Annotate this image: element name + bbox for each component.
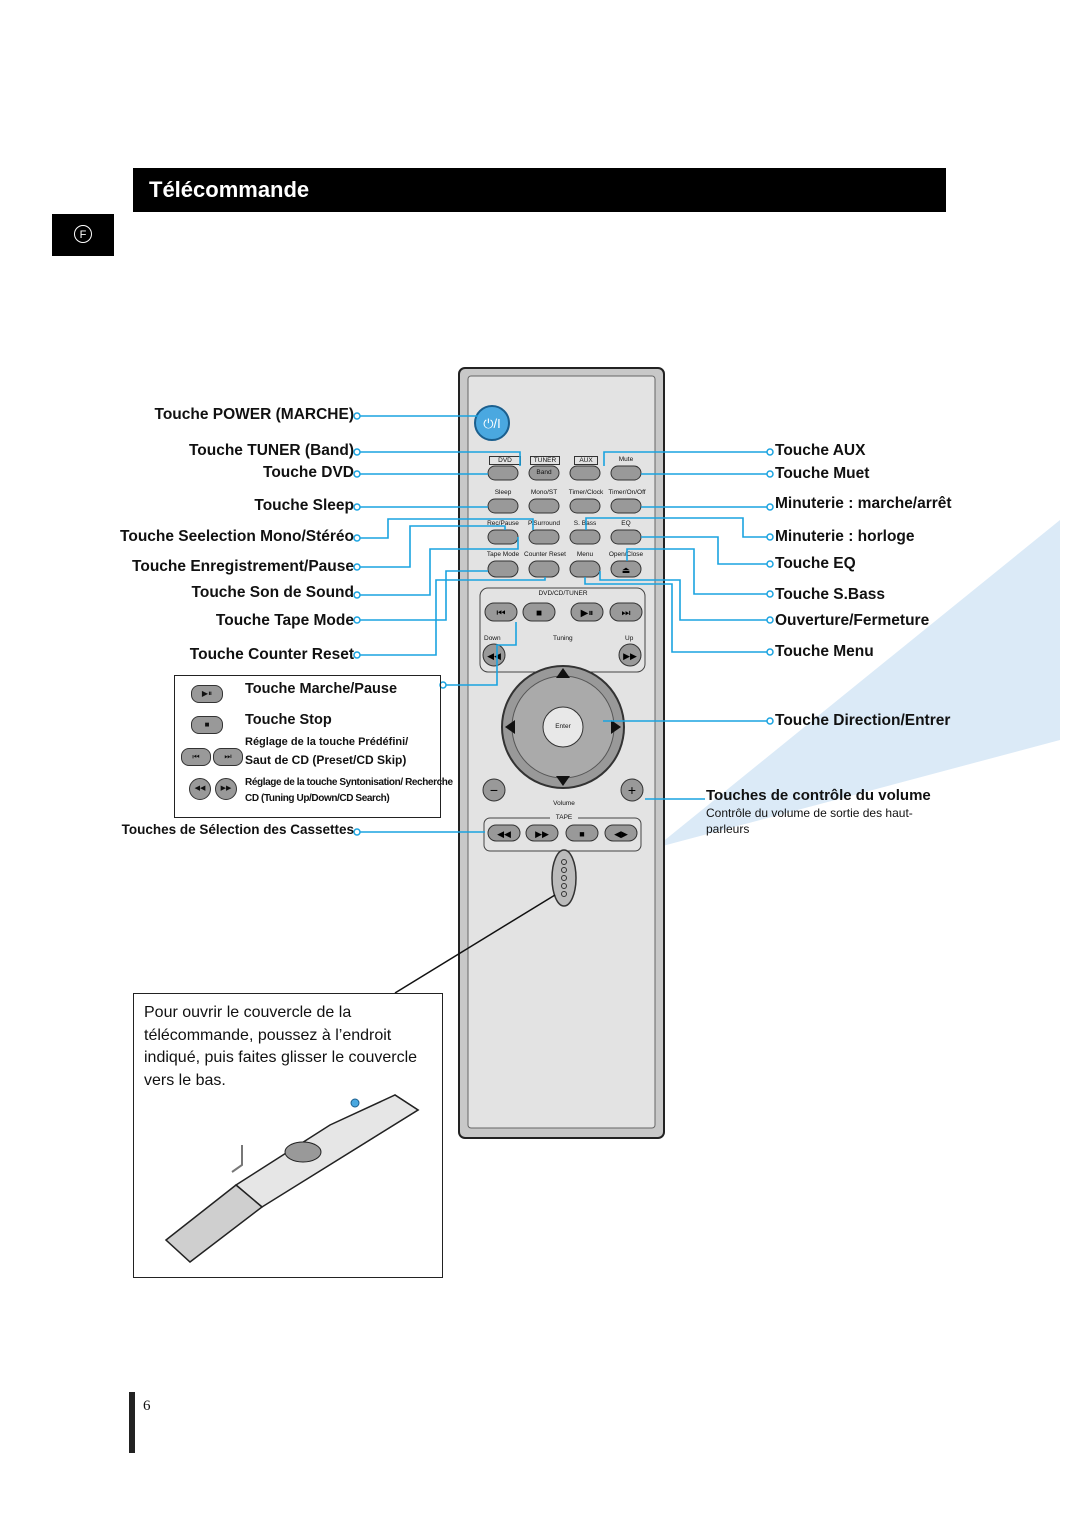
remote-label-tuning: Tuning xyxy=(553,635,573,642)
label-rec-pause: Touche Enregistrement/Pause xyxy=(132,558,354,575)
enter-button xyxy=(542,706,584,748)
svg-text:■: ■ xyxy=(579,829,584,839)
label-aux: Touche AUX xyxy=(775,442,866,459)
section-title: Télécommande xyxy=(149,177,310,202)
remote-label-rec: Rec/Pause xyxy=(487,520,519,527)
svg-text:⏭: ⏭ xyxy=(622,608,631,619)
open-remote-illustration xyxy=(164,1094,420,1263)
svg-text:▶⏸: ▶⏸ xyxy=(581,608,594,619)
volume-up-button xyxy=(620,778,644,802)
label-timer-clock: Minuterie : horloge xyxy=(775,528,915,545)
remote-row-2 xyxy=(487,498,642,514)
remote-label-timer-onoff: Timer/On/Off xyxy=(608,489,646,496)
remote-row-3 xyxy=(487,529,642,545)
label-sleep: Touche Sleep xyxy=(254,497,354,514)
remote-label-counter-reset: Counter Reset xyxy=(524,551,566,558)
legend-stop: Touche Stop xyxy=(245,712,332,728)
search-back-icon: ◀◀ xyxy=(189,778,211,800)
remote-label-timer-clock: Timer/Clock xyxy=(568,489,604,496)
remote-label-down: Down xyxy=(484,635,501,642)
remote-label-tape-mode: Tape Mode xyxy=(486,551,520,558)
label-timer-onoff: Minuterie : marche/arrêt xyxy=(775,495,952,512)
remote-label-up: Up xyxy=(625,635,634,642)
label-sbass: Touche S.Bass xyxy=(775,586,885,603)
remote-label-menu: Menu xyxy=(576,551,594,558)
legend-box: ▶⏸ Touche Marche/Pause ■ Touche Stop ⏮ ⏭… xyxy=(174,675,453,818)
label-mute: Touche Muet xyxy=(775,465,870,482)
legend-skip-line1: Réglage de la touche Prédéfini/ xyxy=(245,736,409,748)
remote-label-volume: Volume xyxy=(553,800,575,807)
tape-buttons: ◀◀ ▶▶ ■ ◀▶ xyxy=(487,824,638,842)
legend-search-line1: Réglage de la touche Syntonisation/ Rech… xyxy=(245,777,453,788)
remote-label-eq: EQ xyxy=(621,520,631,527)
label-power: Touche POWER (MARCHE) xyxy=(154,406,354,423)
remote-label-tape: TAPE xyxy=(550,814,578,821)
page-number-bar xyxy=(129,1392,135,1453)
svg-text:⏏: ⏏ xyxy=(622,565,631,575)
language-tab: F xyxy=(52,214,114,256)
remote-row-1 xyxy=(487,465,642,481)
play-pause-icon: ▶⏸ xyxy=(191,685,223,703)
svg-text:■: ■ xyxy=(536,608,542,619)
label-counter-reset: Touche Counter Reset xyxy=(189,646,354,663)
section-title-bar: Télécommande xyxy=(133,168,946,212)
svg-text:▶▶: ▶▶ xyxy=(623,651,637,661)
label-volume-note: Contrôle du volume de sortie des haut-pa… xyxy=(706,806,913,836)
label-sound: Touche Son de Sound xyxy=(191,584,354,601)
remote-label-surround: P.Surround xyxy=(527,520,561,527)
svg-text:◀◀: ◀◀ xyxy=(497,829,511,839)
label-menu: Touche Menu xyxy=(775,643,874,660)
legend-skip-line2: Saut de CD (Preset/CD Skip) xyxy=(245,753,407,767)
zoom-beam xyxy=(655,520,1060,848)
search-forward-icon: ▶▶ xyxy=(215,778,237,800)
svg-text:◀◀: ◀◀ xyxy=(487,651,501,661)
label-mono-stereo: Touche Seelection Mono/Stéréo xyxy=(120,528,354,545)
legend-play-pause: Touche Marche/Pause xyxy=(245,681,398,697)
open-instructions-text: Pour ouvrir le couvercle de la télécomma… xyxy=(144,1004,418,1089)
svg-text:⏮: ⏮ xyxy=(497,608,506,619)
remote-label-enter: Enter xyxy=(555,723,571,730)
remote-label-mono: Mono/ST xyxy=(530,489,558,496)
label-direction-enter: Touche Direction/Entrer xyxy=(775,712,951,729)
remote-label-sleep: Sleep xyxy=(494,489,512,496)
lid-release-latch xyxy=(551,849,577,907)
latch-pointer-line xyxy=(394,894,556,994)
legend-search-line2: CD (Tuning Up/Down/CD Search) xyxy=(245,793,390,804)
page-number: 6 xyxy=(143,1398,151,1414)
open-instructions-box: Pour ouvrir le couvercle de la télécomma… xyxy=(133,993,443,1278)
remote-label-mute: Mute xyxy=(618,456,634,463)
power-button xyxy=(474,405,510,441)
remote-label-tuner: TUNER xyxy=(530,456,560,465)
skip-back-icon: ⏮ xyxy=(181,748,211,766)
remote-label-open-close: Open/Close xyxy=(608,551,644,558)
tuning-down-button xyxy=(482,643,506,667)
label-tuner: Touche TUNER (Band) xyxy=(188,442,354,459)
label-dvd: Touche DVD xyxy=(263,464,354,481)
svg-text:−: − xyxy=(490,782,498,798)
label-eq: Touche EQ xyxy=(775,555,856,572)
language-marker: F xyxy=(74,225,92,243)
tuning-up-button xyxy=(618,643,642,667)
volume-down-button xyxy=(482,778,506,802)
svg-text:⏻/I: ⏻/I xyxy=(483,416,501,431)
label-volume-title: Touches de contrôle du volume xyxy=(706,787,931,804)
label-cassettes: Touches de Sélection des Cassettes xyxy=(121,822,354,837)
label-open-close: Ouverture/Fermeture xyxy=(775,612,930,629)
remote-label-dvd-section: DVD/CD/TUNER xyxy=(525,590,601,597)
label-tape-mode: Touche Tape Mode xyxy=(215,612,354,629)
remote-row-4: ⏏ xyxy=(487,560,642,578)
remote-label-band: Band xyxy=(536,469,552,476)
remote-label-sbass: S. Bass xyxy=(573,520,597,527)
stop-icon: ■ xyxy=(191,716,223,734)
transport-buttons: ⏮ ■ ▶⏸ ⏭ xyxy=(484,602,643,622)
svg-text:◀▶: ◀▶ xyxy=(614,829,628,839)
svg-text:▶▶: ▶▶ xyxy=(535,829,549,839)
remote-label-aux: AUX xyxy=(574,456,598,465)
svg-text:+: + xyxy=(628,782,636,798)
skip-forward-icon: ⏭ xyxy=(213,748,243,766)
